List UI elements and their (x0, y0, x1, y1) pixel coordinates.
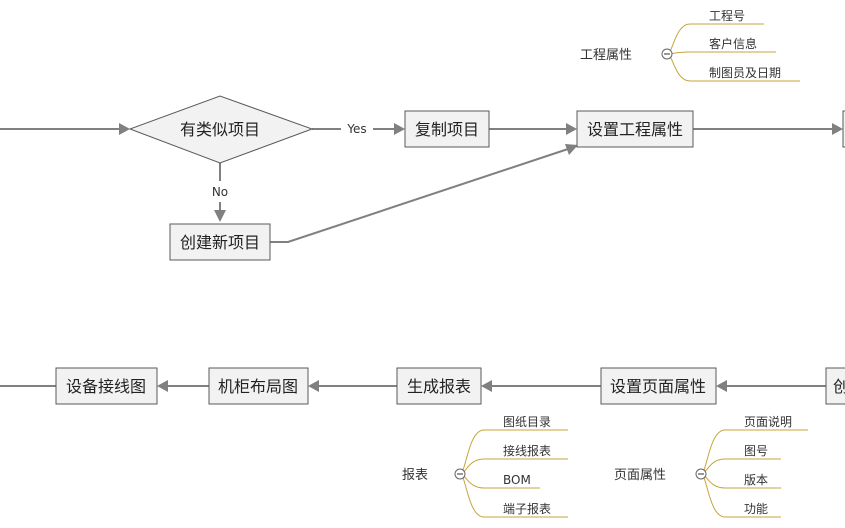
page-props-label: 设置页面属性 (610, 377, 706, 396)
new-project-label: 创建新项目 (180, 233, 260, 252)
connector-cabinet-to-wiring (157, 380, 209, 392)
mindmap-project-item: 客户信息 (709, 36, 757, 51)
mindmap-report-root: 报表 (402, 468, 428, 483)
no-label: No (212, 185, 228, 199)
mindmap-report-item: BOM (503, 473, 531, 487)
mindmap-page-item: 图号 (744, 444, 768, 458)
partial-box-bottom-right[interactable]: 创 (825, 367, 845, 405)
copy-project-box[interactable]: 复制项目 (404, 110, 490, 148)
copy-project-label: 复制项目 (415, 120, 479, 139)
partial-box-top-right (842, 110, 845, 148)
mindmap-project-props: 工程属性 工程号 客户信息 制图员及日期 (580, 8, 800, 82)
connector-copy-to-project-props (489, 123, 577, 135)
wiring-diagram-box[interactable]: 设备接线图 (55, 367, 158, 405)
mindmap-report: 报表 图纸目录 接线报表 BOM 端子报表 (402, 415, 568, 518)
project-props-label: 设置工程属性 (587, 120, 683, 139)
connector-page-props-to-report (481, 380, 601, 392)
decision-label: 有类似项目 (180, 120, 260, 139)
mindmap-page-item: 功能 (744, 502, 768, 516)
connector-project-props-to-next (693, 123, 843, 135)
yes-label: Yes (346, 122, 366, 136)
mindmap-page-item: 版本 (744, 473, 768, 487)
mindmap-page-props: 页面属性 页面说明 图号 版本 功能 (614, 414, 808, 518)
gen-report-box[interactable]: 生成报表 (396, 367, 482, 405)
mindmap-report-item: 图纸目录 (503, 415, 551, 429)
connector-decision-to-new (214, 163, 226, 222)
mindmap-project-root: 工程属性 (580, 48, 632, 63)
connector-decision-to-copy (312, 123, 405, 135)
mindmap-project-item: 制图员及日期 (709, 66, 781, 80)
connector-report-to-cabinet (308, 380, 397, 392)
gen-report-label: 生成报表 (407, 377, 471, 396)
connector-entry-to-decision (0, 123, 130, 135)
mindmap-report-item: 端子报表 (503, 501, 551, 516)
mindmap-project-item: 工程号 (709, 8, 745, 23)
wiring-diagram-label: 设备接线图 (66, 377, 146, 396)
partial-box-label: 创 (833, 377, 845, 396)
project-props-box[interactable]: 设置工程属性 (576, 110, 694, 148)
mindmap-report-item: 接线报表 (503, 443, 551, 458)
connector-new-to-project-props (270, 144, 578, 243)
mindmap-page-item: 页面说明 (744, 414, 792, 429)
cabinet-layout-label: 机柜布局图 (218, 377, 298, 396)
decision-node[interactable]: 有类似项目 (128, 95, 314, 164)
page-props-box[interactable]: 设置页面属性 (600, 367, 717, 405)
new-project-box[interactable]: 创建新项目 (169, 223, 271, 261)
mindmap-page-root: 页面属性 (614, 468, 666, 483)
connector-partial-to-page-props (716, 380, 826, 392)
cabinet-layout-box[interactable]: 机柜布局图 (208, 367, 309, 405)
